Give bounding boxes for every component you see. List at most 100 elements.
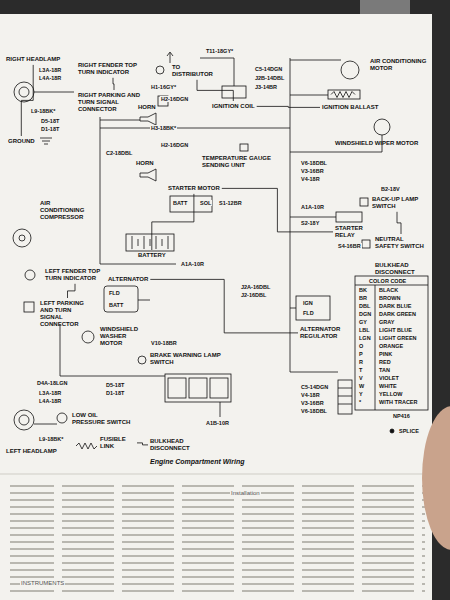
color-code-cell: BLACK — [378, 287, 399, 293]
color-code-cell: GY — [358, 319, 368, 325]
color-code-cell: DBL — [358, 303, 371, 309]
wire-code: NP416 — [392, 413, 411, 419]
component-label: ALTERNATOR REGULATOR — [300, 326, 360, 340]
component-name: BATTERY — [138, 252, 166, 259]
component-name: IGNITION BALLAST — [322, 104, 378, 111]
wire-code: D4A-18LGN — [36, 380, 69, 386]
wire-code: H3-18BK* — [150, 125, 177, 131]
component-label: FUSIBLE LINK — [100, 436, 135, 450]
component-label: STARTER RELAY — [335, 225, 370, 239]
color-code-cell: LIGHT GREEN — [378, 335, 418, 341]
wire-code: D5-18T — [105, 382, 125, 388]
wire-code: J2B-14DBL — [254, 75, 285, 81]
color-code-cell: COLOR CODE — [368, 278, 407, 284]
color-code-cell: TAN — [378, 367, 391, 373]
wire-code: V6-18DBL — [300, 160, 328, 166]
wire-code: BATT — [172, 200, 188, 206]
component-name: AIR CONDITIONING COMPRESSOR — [40, 200, 90, 221]
component-name: HORN — [136, 160, 154, 167]
component-label: NEUTRAL SAFETY SWITCH — [375, 236, 427, 250]
component-label: BACK-UP LAMP SWITCH — [372, 196, 422, 210]
component-label: TO DISTRIBUTOR — [172, 64, 222, 78]
wire-code: A1B-10R — [205, 420, 230, 426]
wire-code: J2A-16DBL — [240, 284, 271, 290]
component-label: AIR CONDITIONING MOTOR — [370, 58, 428, 72]
color-code-cell: BROWN — [378, 295, 401, 301]
wire-code: L4A-18R — [38, 75, 62, 81]
component-label: BRAKE WARNING LAMP SWITCH — [150, 352, 230, 366]
wire-code: BATT — [108, 302, 124, 308]
wire-code: L9-18BK* — [30, 108, 56, 114]
component-label: AIR CONDITIONING COMPRESSOR — [40, 200, 90, 221]
component-name: BRAKE WARNING LAMP SWITCH — [150, 352, 230, 366]
component-name: WINDSHIELD WIPER MOTOR — [335, 140, 418, 147]
color-code-cell: PINK — [378, 351, 393, 357]
component-label: LEFT HEADLAMP — [6, 448, 57, 455]
color-code-cell: O — [358, 343, 364, 349]
component-name: AIR CONDITIONING MOTOR — [370, 58, 428, 72]
wire-code: FLD — [108, 290, 121, 296]
wire-code: V6-18DBL — [300, 408, 328, 414]
component-label: BULKHEAD DISCONNECT — [375, 262, 430, 276]
wire-connector — [257, 106, 320, 107]
wire-code: H2-16DGN — [160, 96, 189, 102]
wire-connector — [21, 65, 33, 136]
color-code-cell: T — [358, 367, 363, 373]
wire-code: L9-18BK* — [38, 436, 64, 442]
component-name: GROUND — [8, 138, 35, 145]
page-text: INSTRUMENTS — [20, 580, 65, 587]
component-name: BULKHEAD DISCONNECT — [375, 262, 430, 276]
wire-code: A1A-10R — [180, 261, 205, 267]
wire-connector — [113, 78, 114, 90]
color-code-cell: GRAY — [378, 319, 395, 325]
component-label: LEFT FENDER TOP TURN INDICATOR — [45, 268, 105, 282]
component-name: BULKHEAD DISCONNECT — [150, 438, 210, 452]
wire-code: B2-18V — [380, 186, 401, 192]
wire-code: C2-18DBL — [105, 150, 133, 156]
wire-connector — [152, 194, 194, 250]
components — [13, 52, 428, 449]
wire-code: J2-16DBL — [240, 292, 267, 298]
wire-code: H2-16DGN — [160, 142, 189, 148]
wire-code: SOL — [199, 200, 212, 206]
component-name: LOW OIL PRESSURE SWITCH — [72, 412, 132, 426]
wire-connector — [137, 443, 148, 445]
wire-code: C5-14DGN — [300, 384, 329, 390]
color-code-cell: WITH TRACER — [378, 399, 419, 405]
component-name: IGNITION COIL — [212, 103, 255, 110]
component-name: WINDSHIELD WASHER MOTOR — [100, 326, 145, 347]
wire-code: V10-18BR — [150, 340, 178, 346]
wire-code: V3-16BR — [300, 168, 325, 174]
component-name: STARTER MOTOR — [168, 185, 220, 192]
wire-code: SPLICE — [398, 428, 420, 434]
component-name: HORN — [138, 104, 156, 111]
color-code-cell: R — [358, 359, 364, 365]
component-label: BATTERY — [138, 252, 166, 259]
color-code-cell: ORANGE — [378, 343, 404, 349]
wire-connector — [197, 80, 233, 101]
color-code-cell: VIOLET — [378, 375, 400, 381]
color-code-cell: LBL — [358, 327, 371, 333]
component-label: BULKHEAD DISCONNECT — [150, 438, 210, 452]
wire-code: IGN — [302, 300, 314, 306]
component-name: ALTERNATOR REGULATOR — [300, 326, 360, 340]
component-label: IGNITION COIL — [212, 103, 255, 110]
wire-code: V4-18R — [300, 176, 321, 182]
component-label: WINDSHIELD WASHER MOTOR — [100, 326, 145, 347]
component-name: LEFT FENDER TOP TURN INDICATOR — [45, 268, 105, 282]
color-code-cell: DGN — [358, 311, 372, 317]
component-label: GROUND — [8, 138, 35, 145]
color-code-cell: DARK GREEN — [378, 311, 417, 317]
wire-code: D5-18T — [40, 118, 60, 124]
wire-code: A1A-10R — [300, 204, 325, 210]
wire-code: D1-18T — [40, 126, 60, 132]
component-name: RIGHT HEADLAMP — [6, 56, 60, 63]
component-name: FUSIBLE LINK — [100, 436, 135, 450]
color-code-cell: YELLOW — [378, 391, 404, 397]
wire-code: S2-18Y — [300, 220, 320, 226]
page-text: Installation — [230, 490, 261, 497]
component-label: ALTERNATOR — [108, 276, 148, 283]
wire-code: D1-18T — [105, 390, 125, 396]
